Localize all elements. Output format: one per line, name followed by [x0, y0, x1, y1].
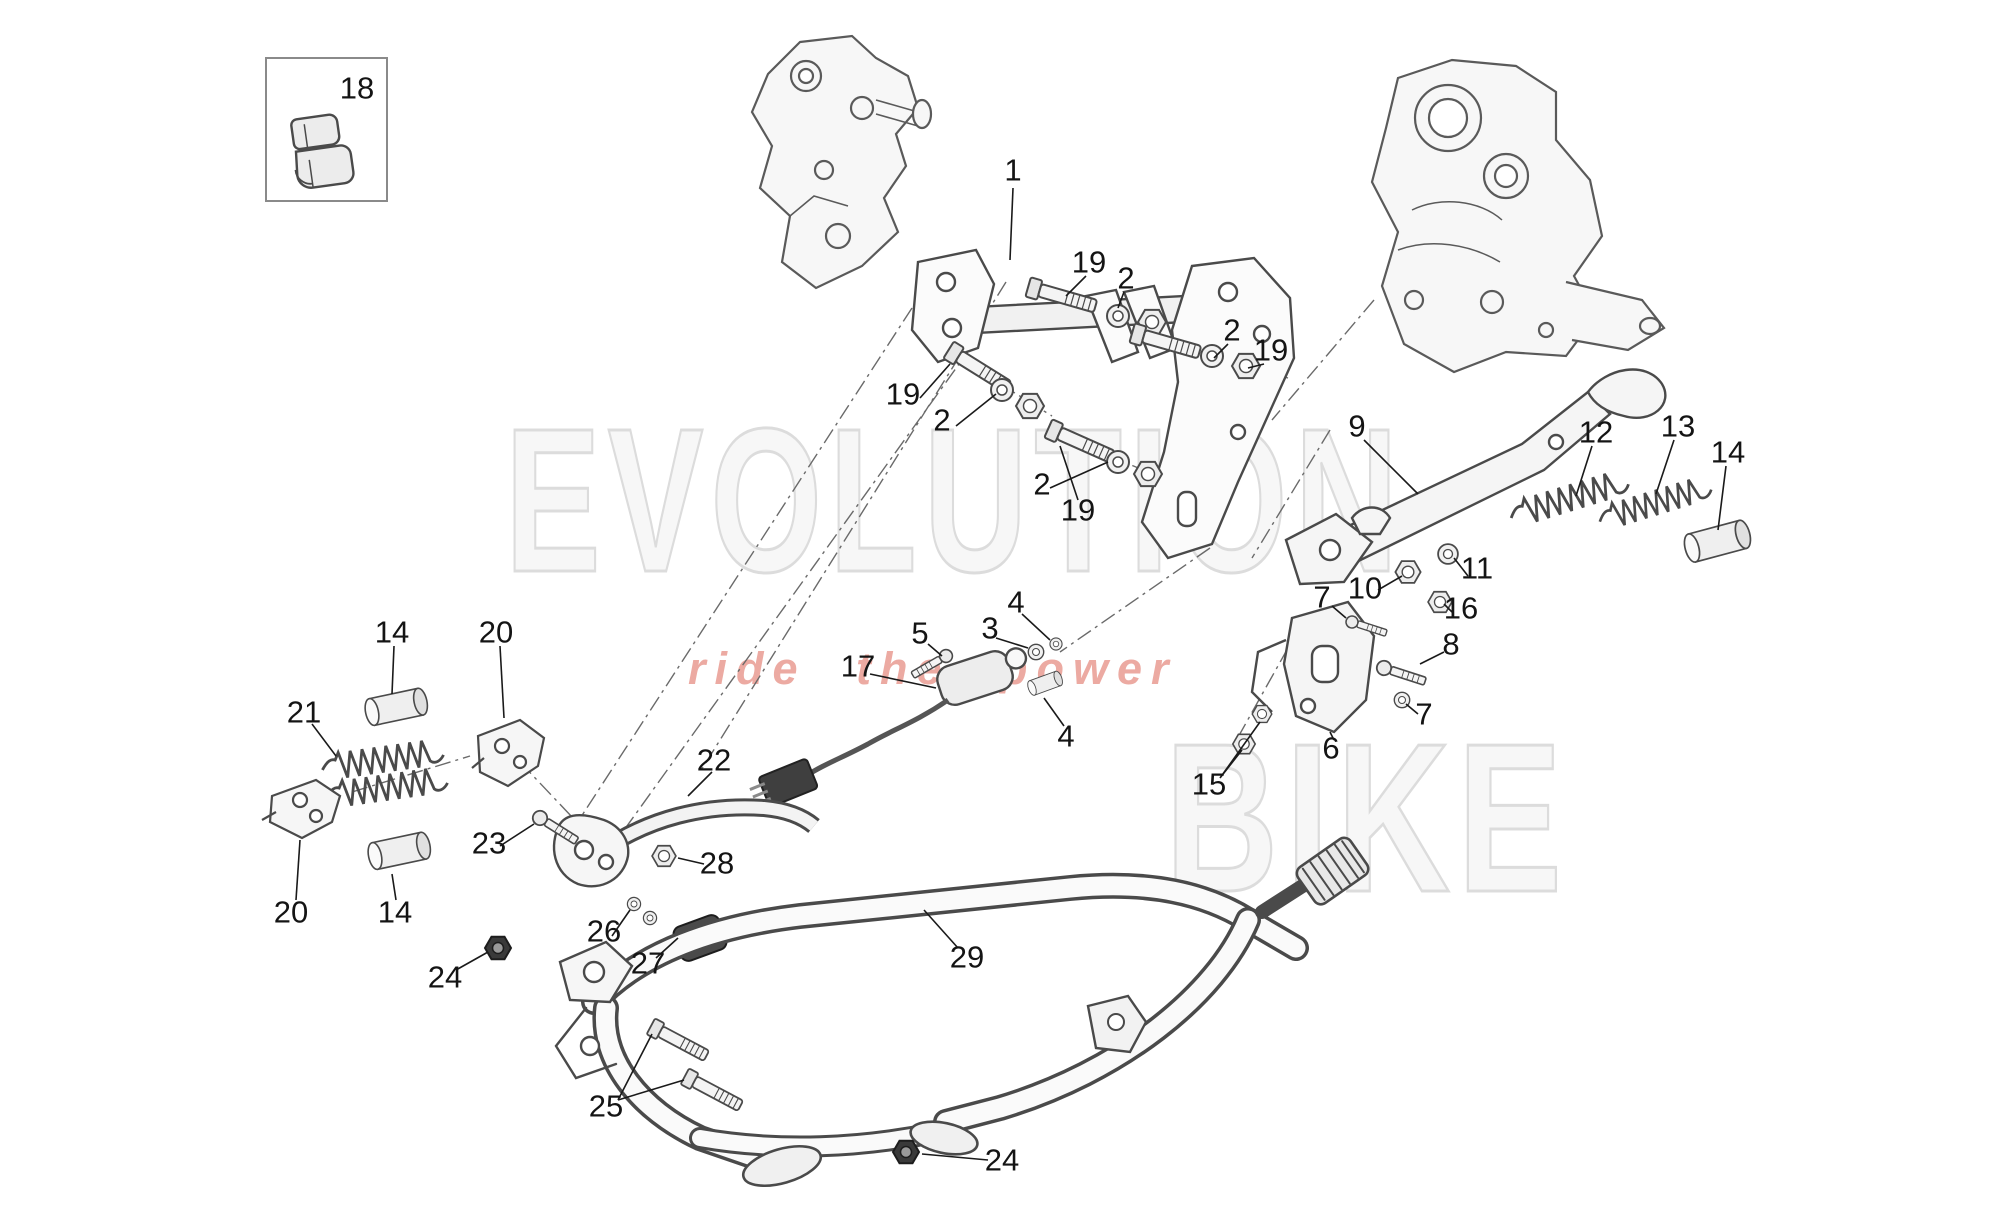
- engine-bracket: [750, 34, 933, 290]
- side-stand: [1284, 368, 1667, 586]
- mounting-plate: [910, 248, 1296, 560]
- frame-casting: [1370, 58, 1666, 374]
- guard-bracket: [1250, 600, 1376, 734]
- side-stand-fasteners: [1394, 543, 1459, 614]
- part-18-box: [265, 57, 388, 202]
- leader-lines: [295, 187, 1727, 1161]
- stand-switch: [749, 637, 1065, 808]
- stop-bracket: [529, 798, 820, 888]
- centre-stand-springs: [261, 686, 546, 872]
- centre-stand: [554, 836, 1370, 1188]
- spring-hook-plate-right: [471, 718, 546, 788]
- spring-hook-plate-left: [261, 778, 342, 840]
- side-stand-springs: [1505, 466, 1755, 565]
- stand-pedal: [1295, 836, 1370, 906]
- watermark-line2: BIKE: [1164, 699, 1570, 936]
- cable-clip-part: [290, 113, 355, 189]
